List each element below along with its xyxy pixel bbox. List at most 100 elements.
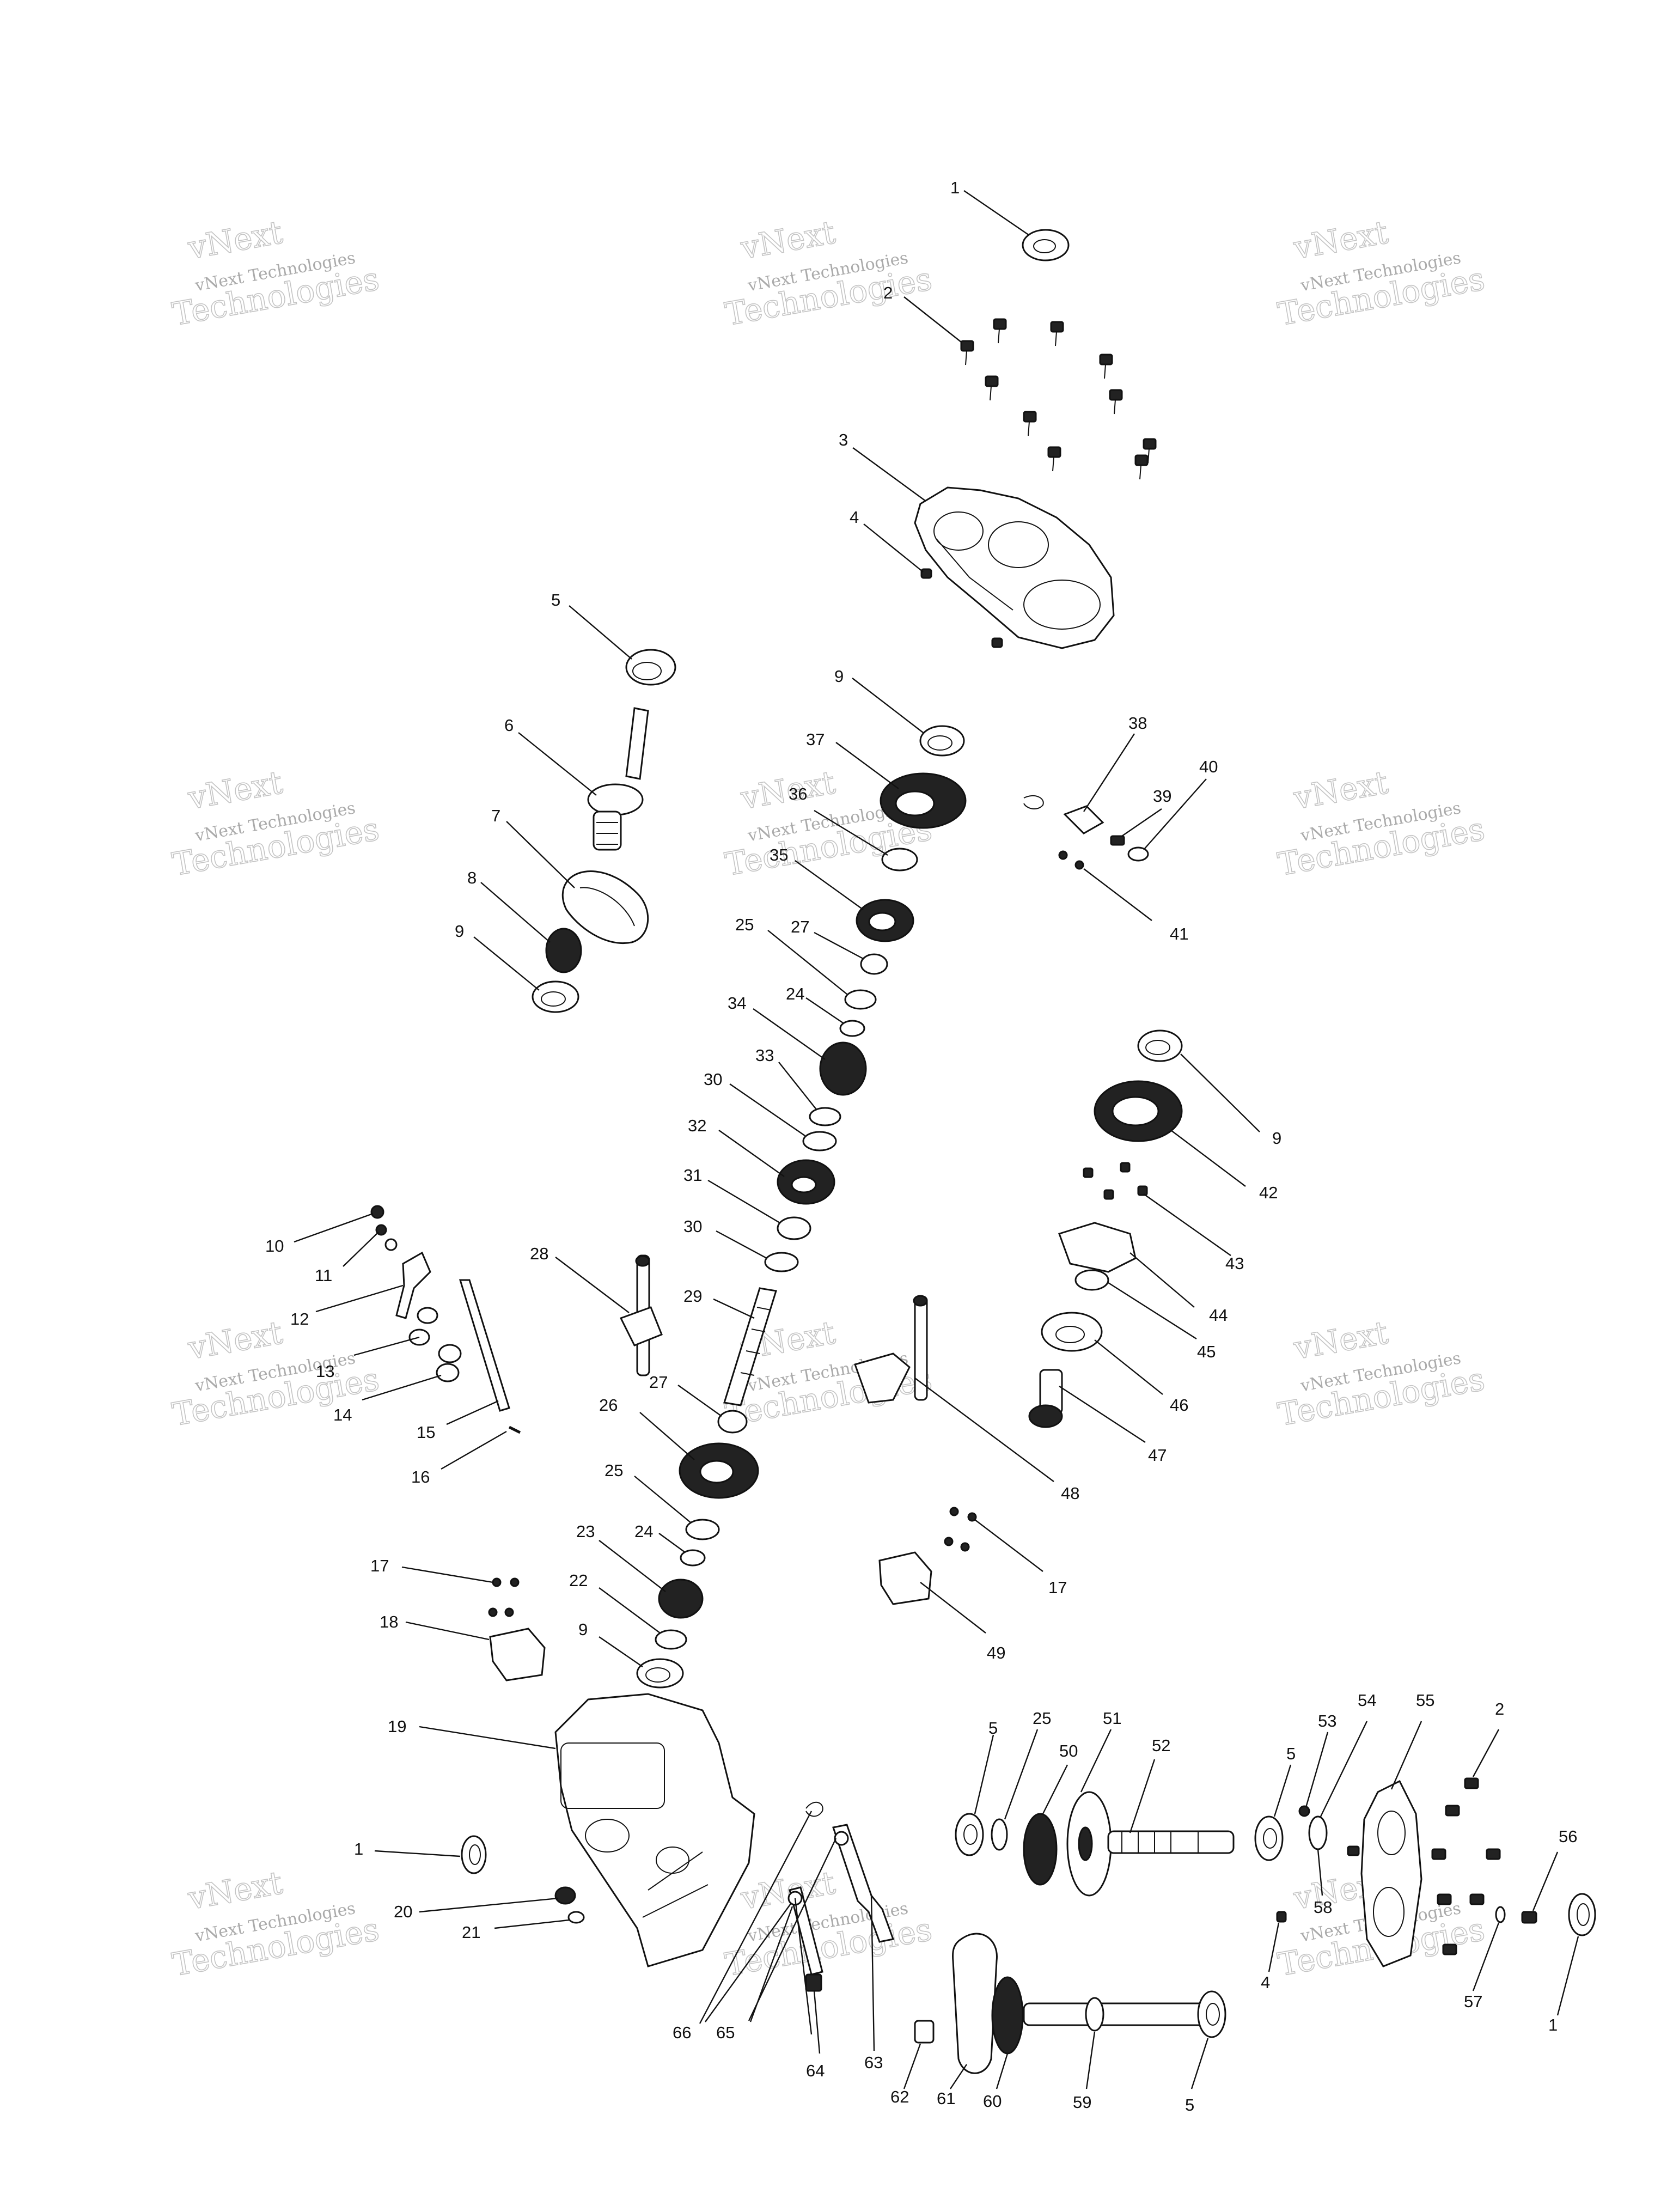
- callout-42: 42: [1259, 1183, 1278, 1202]
- main-shaft-part: [723, 1287, 777, 1406]
- pinion-gear-part: [819, 1041, 867, 1096]
- mount-bracket-part: [489, 1628, 546, 1681]
- callout-9: 9: [455, 922, 464, 941]
- washer-part: [384, 1238, 398, 1251]
- callout-33: 33: [755, 1046, 774, 1065]
- detent-spring-part: [1110, 835, 1125, 846]
- oring-part: [834, 1831, 849, 1846]
- callout-19: 19: [388, 1717, 406, 1736]
- callout-5: 5: [988, 1719, 998, 1738]
- watermark-brand: vNext: [738, 1864, 838, 1917]
- spacer-part: [914, 2020, 935, 2044]
- brake-disc-hub-part: [1078, 1826, 1093, 1861]
- thrust-washer-part: [991, 1818, 1008, 1851]
- callout-38: 38: [1128, 714, 1147, 733]
- pinion-shaft-part: [1028, 1369, 1063, 1428]
- callout-47: 47: [1148, 1446, 1167, 1465]
- callout-18: 18: [380, 1612, 398, 1631]
- roll-pin-part: [508, 1425, 521, 1434]
- callout-24: 24: [786, 984, 804, 1003]
- callout-23: 23: [576, 1522, 595, 1541]
- callout-37: 37: [806, 730, 825, 749]
- screw-part: [1074, 860, 1084, 870]
- sprocket-part: [1023, 1813, 1058, 1886]
- snap-ring-part: [839, 1020, 865, 1037]
- callout-16: 16: [411, 1467, 430, 1486]
- snap-ring-part: [680, 1549, 706, 1567]
- callout-36: 36: [789, 784, 807, 803]
- bearing-part: [532, 980, 579, 1013]
- callout-17: 17: [1048, 1578, 1067, 1597]
- parts-layer: [370, 229, 1596, 2074]
- callout-25: 25: [1033, 1709, 1051, 1728]
- callout-49: 49: [987, 1643, 1005, 1662]
- callout-34: 34: [728, 994, 746, 1013]
- callout-57: 57: [1464, 1992, 1482, 2011]
- watermark-row4-left: vNext vNext Technologies Technologies: [169, 1863, 382, 1984]
- shift-rod-part: [459, 1279, 510, 1412]
- callout-51: 51: [1103, 1709, 1121, 1728]
- bearing-part: [955, 1813, 984, 1856]
- callout-65: 65: [716, 2023, 735, 2042]
- oil-seal-part: [1568, 1893, 1596, 1936]
- differential-carrier-part: [1058, 1222, 1137, 1273]
- oring-part: [1308, 1815, 1328, 1850]
- bolt-cluster-part: [1083, 1162, 1148, 1200]
- watermark-top-left: vNext vNext Technologies Technologies: [169, 213, 382, 333]
- retaining-clip-part: [1023, 795, 1044, 809]
- callout-43: 43: [1225, 1254, 1244, 1273]
- callout-27: 27: [791, 917, 809, 936]
- callout-20: 20: [394, 1902, 412, 1921]
- callout-1: 1: [950, 178, 960, 197]
- watermark-brand: vNext: [738, 214, 838, 266]
- watermark-brand: vNext: [185, 214, 285, 266]
- detent-ball-part: [1127, 846, 1149, 862]
- callout-50: 50: [1059, 1741, 1078, 1760]
- detent-bracket-part: [1063, 805, 1104, 834]
- oil-seal-part: [461, 1835, 487, 1874]
- callout-8: 8: [467, 868, 477, 887]
- retaining-clip-part: [805, 1801, 823, 1817]
- drain-plug-part: [554, 1886, 576, 1905]
- output-shaft-part: [1107, 1830, 1235, 1854]
- callout-5: 5: [1286, 1744, 1296, 1763]
- watermark-brand: vNext: [185, 1314, 285, 1367]
- washer-part: [802, 1131, 837, 1151]
- watermark-brand: vNext: [1291, 214, 1391, 266]
- watermark-brand: vNext: [185, 1864, 285, 1917]
- leader-lines: [294, 190, 1579, 2089]
- bushing-part: [717, 1410, 748, 1434]
- callout-9: 9: [578, 1620, 588, 1639]
- callout-35: 35: [770, 845, 788, 864]
- callout-9: 9: [1272, 1129, 1281, 1148]
- side-cover-part: [1360, 1780, 1422, 1967]
- callout-30: 30: [704, 1070, 722, 1089]
- callout-24: 24: [634, 1522, 653, 1541]
- watermark-brand: vNext: [738, 764, 838, 816]
- bolt-cluster-part: [1347, 1777, 1501, 1955]
- callout-9: 9: [834, 667, 844, 686]
- callout-56: 56: [1559, 1827, 1577, 1846]
- mount-bracket-part: [878, 1551, 932, 1605]
- watermark-top-right: vNext vNext Technologies Technologies: [1275, 213, 1488, 333]
- sealing-washer-part: [567, 1911, 585, 1924]
- callout-63: 63: [864, 2053, 883, 2072]
- bolt-cluster-part: [960, 318, 1157, 480]
- callout-1: 1: [354, 1839, 363, 1858]
- watermark-row2-right: vNext vNext Technologies Technologies: [1275, 763, 1488, 883]
- sprocket-part: [991, 1976, 1024, 2055]
- bushing-part: [777, 1216, 811, 1240]
- callout-21: 21: [462, 1923, 480, 1942]
- bearing-part: [1041, 1312, 1103, 1352]
- callout-29: 29: [683, 1287, 702, 1306]
- callout-17: 17: [370, 1556, 389, 1575]
- thrust-washer-part: [685, 1519, 720, 1540]
- pin-cluster-part: [488, 1507, 977, 1617]
- bearing-part: [919, 725, 965, 757]
- ring-gear-part: [1094, 1080, 1183, 1142]
- shift-arm-part: [805, 1973, 822, 1992]
- drive-chain-part: [952, 1933, 998, 2074]
- callout-27: 27: [649, 1373, 668, 1392]
- gearcase-cover-part: [914, 486, 1115, 649]
- callout-14: 14: [333, 1405, 352, 1424]
